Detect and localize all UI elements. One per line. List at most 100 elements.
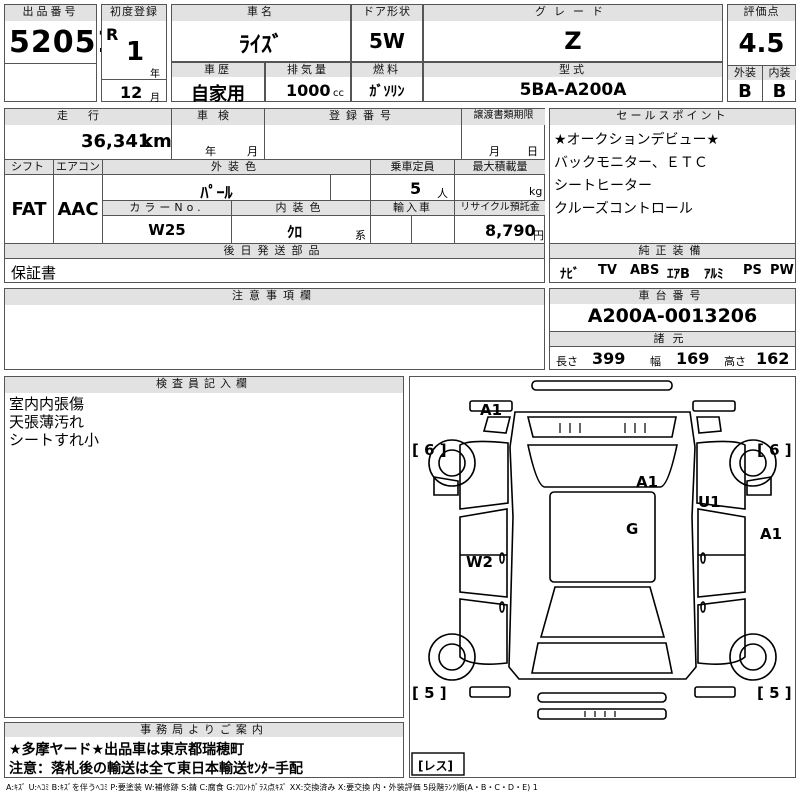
tire-front-left: [ 6 ]	[412, 441, 447, 459]
sales-point-line: バックモニター、ＥＴＣ	[554, 155, 708, 171]
model-name-label: 車名	[172, 5, 350, 21]
inspector-note: 天張薄汚れ	[9, 413, 85, 431]
recycle-unit: 円	[533, 229, 544, 242]
width-value: 169	[676, 349, 710, 368]
sales-points-label: セールスポイント	[550, 109, 795, 125]
inspector-box: 検査員記入欄 室内内張傷 天張薄汚れ シートすれ小	[4, 376, 404, 718]
sales-point-line: ★オークションデビュー★	[554, 132, 720, 148]
inspector-note: 室内内張傷	[9, 395, 85, 413]
displacement-label: 排気量	[266, 63, 350, 77]
later-parts-value: 保証書	[11, 264, 57, 282]
chassis-number: A200A-0013206	[587, 305, 758, 327]
era-letter: R	[106, 25, 119, 44]
equipment-item: ｴｱB	[667, 267, 690, 282]
damage-mark-w2: W2	[466, 553, 493, 571]
inspector-label: 検査員記入欄	[5, 377, 403, 393]
lot-number-label: 出品番号	[5, 5, 96, 21]
interior-grade: B	[772, 81, 787, 102]
lot-number: 52051	[9, 25, 119, 60]
office-box: 事務局よりご案内 ★多摩ヤード★出品車は東京都瑞穂町 注意：落札後の輸送は全て東…	[4, 722, 404, 778]
capacity-unit: 人	[437, 187, 448, 200]
interior-label: 内装	[763, 66, 796, 80]
inspector-note: シートすれ小	[9, 431, 100, 449]
damage-mark-a1-roof: A1	[636, 473, 658, 491]
exterior-label: 外装	[728, 66, 762, 80]
width-label: 幅	[650, 355, 661, 368]
month-unit: 月	[150, 93, 160, 104]
length-label: 長さ	[556, 355, 578, 368]
int-color-value: ｸﾛ	[287, 223, 303, 241]
tire-front-right: [ 6 ]	[757, 441, 792, 459]
aircon-label: エアコン	[54, 160, 102, 174]
transfer-deadline-label: 譲渡書類期限	[462, 109, 545, 125]
fuel-label: 燃料	[352, 63, 422, 77]
chassis-box: 車台番号 A200A-0013206 諸元 長さ 399 幅 169 高さ 16…	[549, 288, 796, 370]
capacity-label: 乗車定員	[371, 160, 454, 174]
recycle-label: リサイクル預託金	[455, 201, 545, 215]
office-line: ★多摩ヤード★出品車は東京都瑞穂町	[9, 742, 245, 758]
int-color-label: 内装色	[232, 201, 370, 215]
later-parts-label: 後日発送部品	[5, 244, 544, 258]
model-type: 5BA-A200A	[519, 80, 627, 100]
shift-value: FAT	[11, 199, 47, 220]
legend: A:ｷｽﾞ U:ﾍｺﾐ B:ｷｽﾞを伴うﾍｺﾐ P:要塗装 W:補修跡 S:錆 …	[6, 783, 538, 792]
lot-number-box: 出品番号 52051	[4, 4, 117, 102]
model-name: ﾗｲｽﾞ	[238, 33, 283, 58]
equipment-label: 純正装備	[550, 244, 795, 258]
sales-point-line: シートヒーター	[554, 178, 652, 194]
notes-box: 注意事項欄	[4, 288, 545, 370]
transfer-month-unit: 月	[489, 145, 500, 158]
first-registration-box: 初度登録 R 1 年 12 月	[101, 4, 167, 104]
displacement-unit: cc	[333, 88, 344, 99]
int-color-unit: 系	[355, 229, 366, 242]
reg-year: 1	[126, 37, 145, 67]
office-line: 注意：落札後の輸送は全て東日本輸送ｾﾝﾀｰ手配	[9, 761, 303, 777]
mileage-value: 36,341	[81, 131, 151, 152]
grade-box: グレード Z	[423, 4, 723, 62]
color-no-value: W25	[148, 221, 186, 239]
office-label: 事務局よりご案内	[5, 723, 403, 737]
history-box: 車歴 自家用	[171, 62, 265, 105]
door-shape: 5W	[369, 29, 405, 53]
transfer-day-unit: 日	[527, 145, 538, 158]
spare-tire-label: [レス]	[418, 759, 453, 773]
load-unit: kg	[529, 185, 543, 198]
shift-label: シフト	[5, 160, 53, 174]
evaluation-score: 4.5	[738, 29, 785, 59]
ext-color-label: 外装色	[103, 160, 370, 174]
grade: Z	[564, 27, 582, 55]
damage-mark-a1-hood: A1	[480, 401, 502, 419]
damage-mark-a1-side: A1	[760, 525, 782, 543]
tire-rear-left: [ 5 ]	[412, 684, 447, 702]
type-box: 型式 5BA-A200A	[423, 62, 723, 102]
score-label: 評価点	[728, 5, 795, 21]
ext-color-value: ﾊﾟｰﾙ	[200, 183, 233, 202]
door-box: ドア形状 5W	[351, 4, 423, 62]
fuel-box: 燃料 ｶﾞｿﾘﾝ	[351, 62, 423, 102]
mileage-label: 走行	[5, 109, 171, 125]
height-label: 高さ	[724, 355, 746, 368]
damage-mark-u1: U1	[698, 493, 721, 511]
load-label: 最大積載量	[455, 160, 545, 174]
displacement-box: 排気量 1000 cc	[265, 62, 351, 102]
grade-label: グレード	[424, 5, 722, 21]
door-label: ドア形状	[352, 5, 422, 21]
score-box: 評価点 4.5 外装 内装 B B	[727, 4, 796, 102]
displacement: 1000	[286, 81, 331, 100]
inspection-year-unit: 年	[205, 145, 216, 158]
car-diagram-box: A1 A1 U1 G W2 A1 [ 6 ] [ 6 ] [ 5 ] [ 5 ]…	[409, 376, 796, 778]
reg-month: 12	[120, 83, 143, 102]
equipment-item: ﾅﾋﾞ	[560, 267, 580, 282]
import-label: 輸入車	[371, 201, 454, 215]
history: 自家用	[191, 84, 245, 105]
recycle-value: 8,790	[485, 221, 536, 240]
inspection-month-unit: 月	[247, 145, 258, 158]
sales-points-box: セールスポイント ★オークションデビュー★ バックモニター、ＥＴＣ シートヒータ…	[549, 108, 796, 283]
equipment-item: TV	[598, 263, 617, 278]
plate-label: 登録番号	[265, 109, 461, 125]
first-reg-label: 初度登録	[102, 5, 166, 21]
year-unit: 年	[150, 69, 160, 80]
notes-label: 注意事項欄	[5, 289, 544, 305]
damage-mark-g: G	[626, 520, 638, 538]
car-diagram: A1 A1 U1 G W2 A1 [ 6 ] [ 6 ] [ 5 ] [ 5 ]…	[411, 380, 792, 776]
